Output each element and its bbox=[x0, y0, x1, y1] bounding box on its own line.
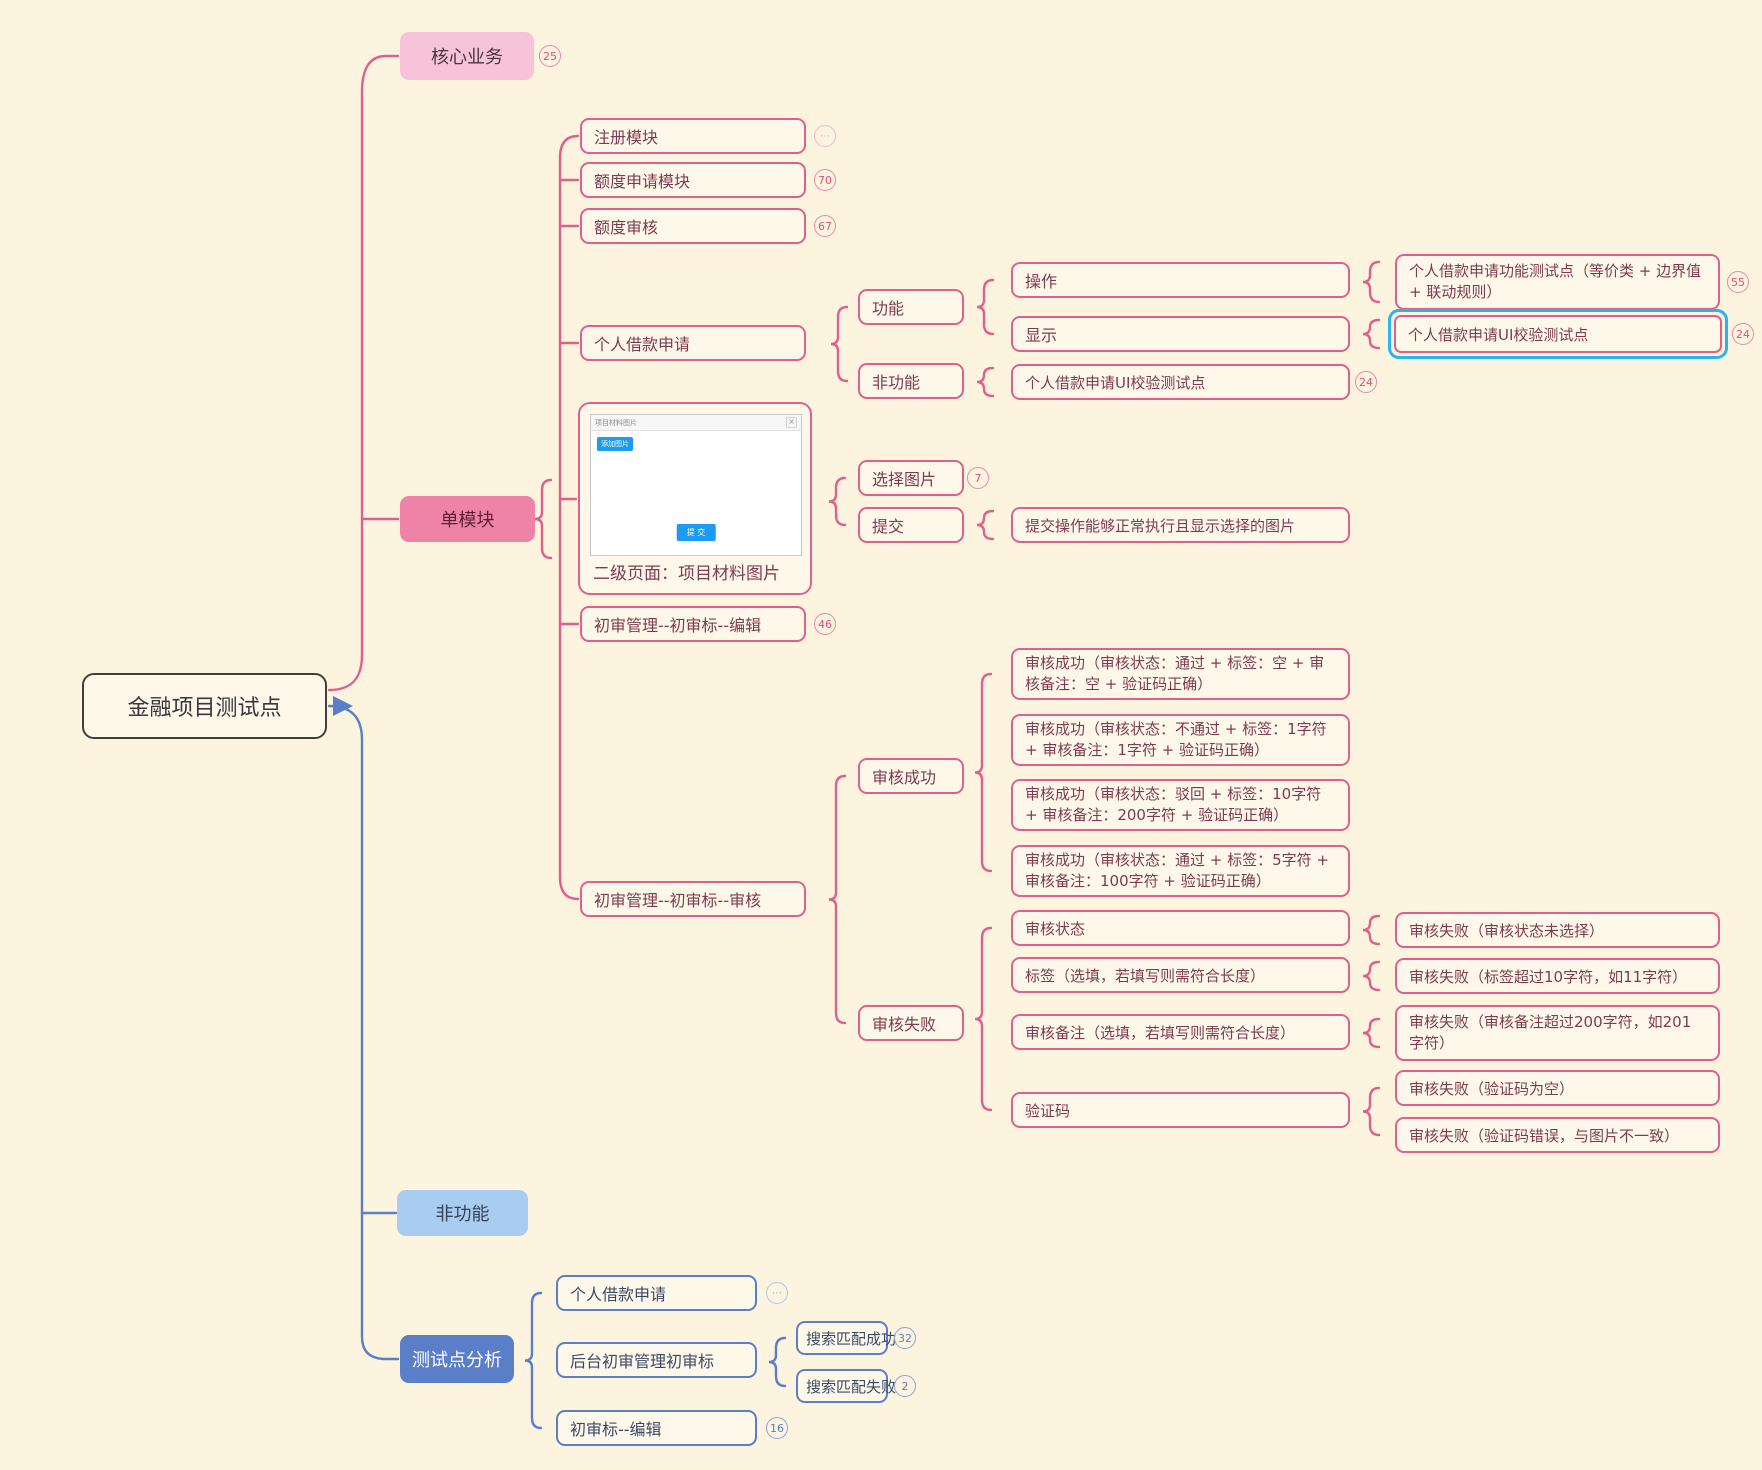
node-fail-captcha[interactable]: 验证码 bbox=[1011, 1092, 1350, 1128]
branch-test-point-analysis[interactable]: 测试点分析 bbox=[400, 1335, 514, 1383]
node-fail-remark[interactable]: 审核备注（选填，若填写则需符合长度） bbox=[1011, 1014, 1350, 1050]
node-first-review-edit[interactable]: 初审管理--初审标--编辑 bbox=[580, 606, 806, 642]
submit-button: 提 交 bbox=[676, 524, 716, 541]
node-functional[interactable]: 功能 bbox=[858, 289, 964, 325]
branch-non-functional[interactable]: 非功能 bbox=[397, 1190, 528, 1236]
node-ui-check-test[interactable]: 个人借款申请UI校验测试点 bbox=[1011, 364, 1350, 400]
node-register-module[interactable]: 注册模块 bbox=[580, 118, 806, 154]
node-first-bid-edit[interactable]: 初审标--编辑 bbox=[556, 1410, 757, 1446]
node-fail-case-4[interactable]: 审核失败（验证码为空） bbox=[1395, 1070, 1720, 1106]
badge-quota-review[interactable]: 67 bbox=[814, 215, 836, 237]
node-pick-image[interactable]: 选择图片 bbox=[858, 460, 964, 496]
badge-register-module[interactable]: ⋯ bbox=[814, 125, 836, 147]
node-success-case-4[interactable]: 审核成功（审核状态：通过 + 标签：5字符 + 审核备注：100字符 + 验证码… bbox=[1011, 845, 1350, 897]
badge-func-test-points[interactable]: 55 bbox=[1727, 271, 1749, 293]
thumbnail-dialog-title: 项目材料图片 bbox=[595, 418, 637, 427]
node-backend-first-review[interactable]: 后台初审管理初审标 bbox=[556, 1342, 757, 1378]
node-fail-tag[interactable]: 标签（选填，若填写则需符合长度） bbox=[1011, 957, 1350, 993]
node-fail-case-1[interactable]: 审核失败（审核状态未选择） bbox=[1395, 912, 1720, 948]
node-operation[interactable]: 操作 bbox=[1011, 262, 1350, 298]
badge-quota-apply-module[interactable]: 70 bbox=[814, 169, 836, 191]
badge-search-match-success[interactable]: 32 bbox=[894, 1327, 916, 1349]
badge-first-review-edit[interactable]: 46 bbox=[814, 613, 836, 635]
branch-single-module[interactable]: 单模块 bbox=[400, 496, 535, 542]
node-success-case-1[interactable]: 审核成功（审核状态：通过 + 标签：空 + 审核备注：空 + 验证码正确） bbox=[1011, 648, 1350, 700]
badge-search-match-fail[interactable]: 2 bbox=[894, 1375, 916, 1397]
node-success-case-3[interactable]: 审核成功（审核状态：驳回 + 标签：10字符 + 审核备注：200字符 + 验证… bbox=[1011, 779, 1350, 831]
node-display[interactable]: 显示 bbox=[1011, 316, 1350, 352]
badge-analysis-personal-loan[interactable]: ⋯ bbox=[766, 1282, 788, 1304]
node-search-match-fail[interactable]: 搜索匹配失败 bbox=[796, 1369, 896, 1403]
node-review-fail[interactable]: 审核失败 bbox=[858, 1005, 964, 1041]
node-material-image-page[interactable]: 项目材料图片 × 添加图片 提 交 二级页面：项目材料图片 bbox=[578, 402, 812, 595]
node-fail-case-5[interactable]: 审核失败（验证码错误，与图片不一致） bbox=[1395, 1117, 1720, 1153]
node-fail-case-2[interactable]: 审核失败（标签超过10字符，如11字符） bbox=[1395, 958, 1720, 994]
node-success-case-2[interactable]: 审核成功（审核状态：不通过 + 标签：1字符 + 审核备注：1字符 + 验证码正… bbox=[1011, 714, 1350, 766]
node-first-review-audit[interactable]: 初审管理--初审标--审核 bbox=[580, 881, 806, 917]
node-func-test-points[interactable]: 个人借款申请功能测试点（等价类 + 边界值 + 联动规则） bbox=[1395, 254, 1720, 310]
badge-core-business[interactable]: 25 bbox=[539, 45, 561, 67]
badge-ui-check-test[interactable]: 24 bbox=[1355, 371, 1377, 393]
node-submit-result[interactable]: 提交操作能够正常执行且显示选择的图片 bbox=[1011, 507, 1350, 543]
ui-check-test-selected-label: 个人借款申请UI校验测试点 bbox=[1394, 315, 1722, 353]
node-non-functional[interactable]: 非功能 bbox=[858, 363, 964, 399]
add-image-button: 添加图片 bbox=[597, 437, 633, 451]
material-page-thumbnail: 项目材料图片 × 添加图片 提 交 bbox=[590, 414, 802, 556]
branch-core-business[interactable]: 核心业务 bbox=[400, 32, 534, 80]
node-search-match-success[interactable]: 搜索匹配成功 bbox=[796, 1321, 896, 1355]
badge-first-bid-edit[interactable]: 16 bbox=[766, 1417, 788, 1439]
badge-pick-image[interactable]: 7 bbox=[967, 467, 989, 489]
node-review-success[interactable]: 审核成功 bbox=[858, 758, 964, 794]
close-icon: × bbox=[786, 417, 797, 428]
node-quota-apply-module[interactable]: 额度申请模块 bbox=[580, 162, 806, 198]
node-quota-review[interactable]: 额度审核 bbox=[580, 208, 806, 244]
node-analysis-personal-loan[interactable]: 个人借款申请 bbox=[556, 1275, 757, 1311]
badge-ui-check-test-selected[interactable]: 24 bbox=[1732, 323, 1754, 345]
root-node[interactable]: 金融项目测试点 bbox=[82, 673, 327, 739]
node-fail-status[interactable]: 审核状态 bbox=[1011, 910, 1350, 946]
node-personal-loan-apply[interactable]: 个人借款申请 bbox=[580, 325, 806, 361]
node-ui-check-test-selected[interactable]: 个人借款申请UI校验测试点 bbox=[1388, 309, 1728, 359]
node-fail-case-3[interactable]: 审核失败（审核备注超过200字符，如201字符） bbox=[1395, 1005, 1720, 1061]
node-submit[interactable]: 提交 bbox=[858, 507, 964, 543]
material-image-caption: 二级页面：项目材料图片 bbox=[593, 564, 780, 584]
